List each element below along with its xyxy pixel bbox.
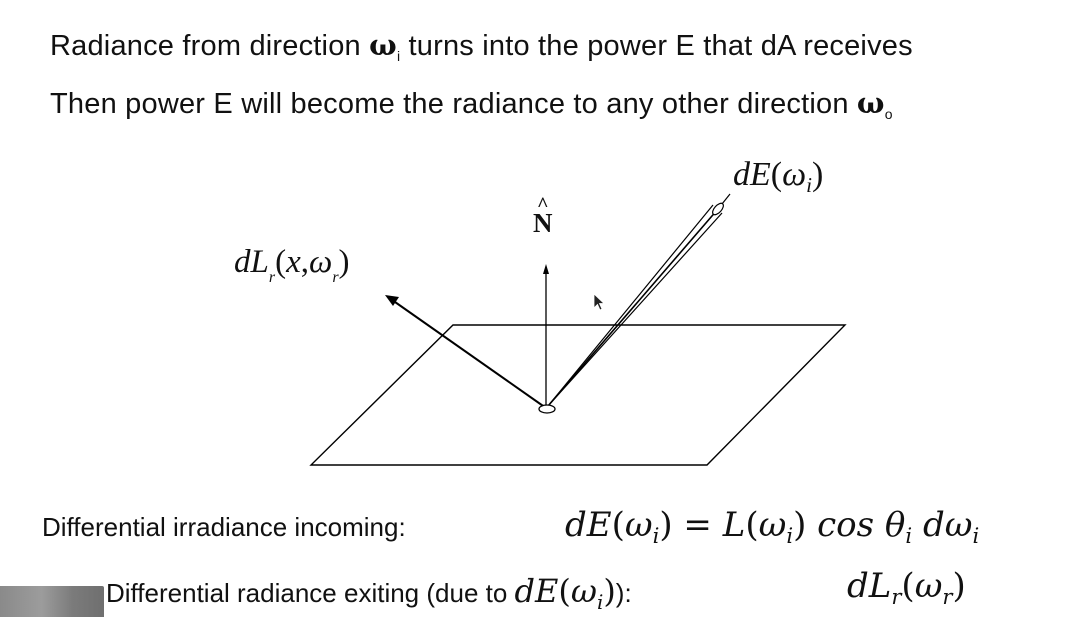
irradiance-equation-label: Differential irradiance incoming: xyxy=(42,512,406,542)
surface-plane xyxy=(309,324,847,466)
omega-i-symbol: ω xyxy=(369,28,397,62)
header-line-1-suffix: turns into the power E that dA receives xyxy=(400,30,913,62)
incoming-irradiance-label: dE(ωi) xyxy=(733,156,824,198)
irradiance-equation: dE(ωi) = L(ωi) cos θi dωi xyxy=(565,505,980,549)
radiance-equation: dLr(ωr) xyxy=(847,566,966,610)
omega-o-subscript: o xyxy=(884,106,893,122)
surface-normal-label: ^ N xyxy=(533,194,553,239)
mouse-cursor-icon xyxy=(594,294,606,311)
header-line-2: Then power E will become the radiance to… xyxy=(50,86,893,122)
radiance-equation-label: Differential radiance exiting (due to dE… xyxy=(106,572,632,614)
header-line-2-prefix: Then power E will become the radiance to… xyxy=(50,88,857,120)
header-line-1-prefix: Radiance from direction xyxy=(50,30,370,62)
reflected-arrowhead xyxy=(385,295,399,306)
presenter-video-thumbnail[interactable] xyxy=(0,586,104,617)
inline-dE-term: dE(ωi) xyxy=(514,572,616,614)
normal-arrowhead xyxy=(543,264,549,274)
reflected-ray xyxy=(394,301,547,409)
differential-area-dA xyxy=(538,404,556,414)
normal-symbol: N xyxy=(533,208,553,238)
incoming-light-cone xyxy=(547,193,731,407)
omega-o-symbol: ω xyxy=(856,86,885,120)
normal-hat: ^ xyxy=(537,194,549,216)
omega-i-subscript: i xyxy=(396,48,401,64)
header-line-1: Radiance from direction ωi turns into th… xyxy=(50,28,913,64)
outgoing-radiance-label: dLr(x,ωr) xyxy=(234,244,350,286)
